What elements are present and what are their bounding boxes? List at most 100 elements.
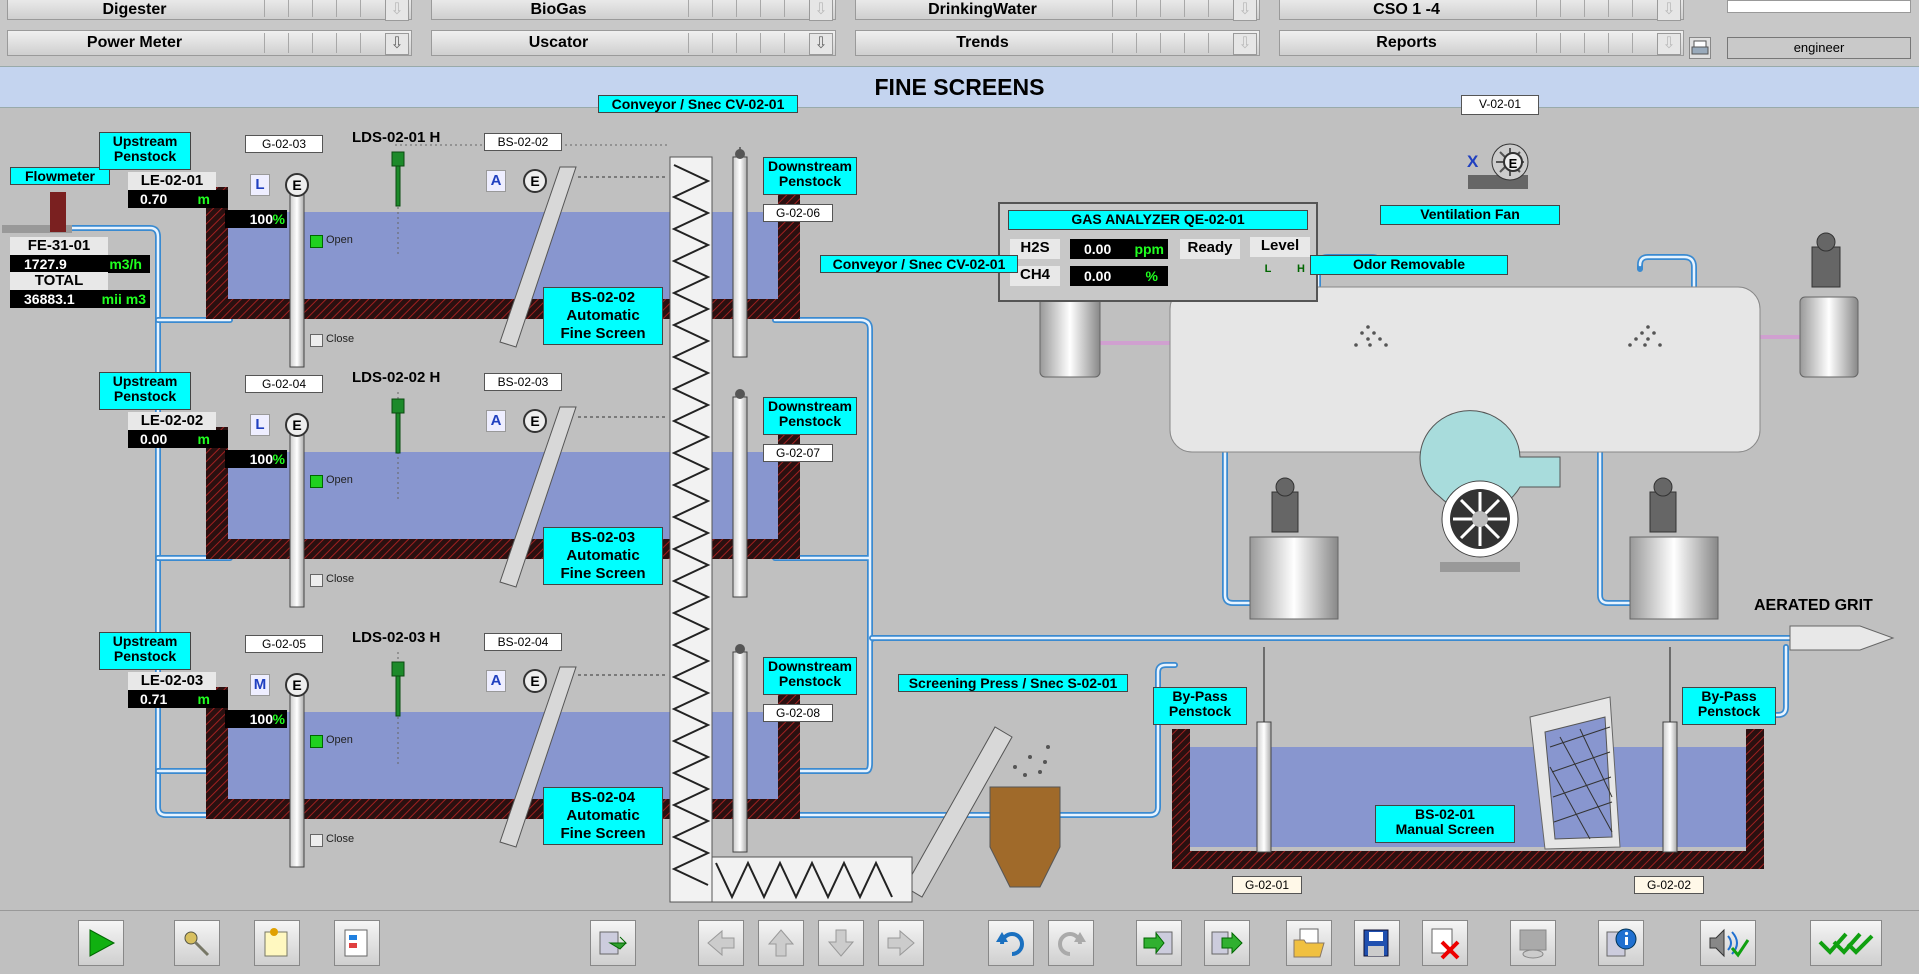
lds-label: LDS-02-03 H — [352, 629, 441, 646]
page-title: FINE SCREENS — [874, 74, 1045, 100]
fine-screen-tag[interactable]: BS-02-04 Automatic Fine Screen — [543, 787, 663, 845]
arrow-down-icon[interactable]: ⇩ — [385, 33, 409, 55]
process-diagram — [2, 143, 1895, 903]
gate-id[interactable]: G-02-03 — [245, 135, 323, 153]
ventilation-fan-tag: Ventilation Fan — [1380, 205, 1560, 225]
nav-biogas[interactable]: BioGas⇩ — [431, 0, 836, 21]
mode-indicator[interactable]: M — [250, 674, 270, 696]
level-id: LE-02-03 — [128, 672, 216, 690]
gate-g-02-02[interactable]: G-02-02 — [1634, 876, 1704, 894]
nav-trends[interactable]: Trends⇩ — [855, 30, 1260, 56]
open-label: Open — [326, 474, 353, 486]
ch4-label: CH4 — [1010, 266, 1060, 286]
level-id: LE-02-02 — [128, 412, 216, 430]
notes-button[interactable] — [254, 920, 300, 966]
auto-mode-indicator[interactable]: A — [486, 170, 506, 192]
info-button[interactable] — [1598, 920, 1644, 966]
open-folder-button[interactable] — [1286, 920, 1332, 966]
monitor-view-button[interactable] — [1510, 920, 1556, 966]
screening-press-tag: Screening Press / Snec S-02-01 — [898, 674, 1128, 692]
save-button[interactable] — [1354, 920, 1400, 966]
lds-label: LDS-02-02 H — [352, 369, 441, 386]
import-button[interactable] — [1136, 920, 1182, 966]
status-field — [1727, 0, 1911, 13]
downstream-gate-id[interactable]: G-02-06 — [763, 204, 833, 222]
nav-digester[interactable]: Digester⇩ — [7, 0, 412, 21]
nav-cso[interactable]: CSO 1 -4⇩ — [1279, 0, 1684, 21]
nav-right-button[interactable] — [878, 920, 924, 966]
screen-e-icon[interactable]: E — [523, 669, 547, 693]
downstream-gate-id[interactable]: G-02-07 — [763, 444, 833, 462]
screen-e-icon[interactable]: E — [523, 409, 547, 433]
level-low-lamp: L — [1264, 263, 1272, 275]
local-e-icon[interactable]: E — [285, 673, 309, 697]
open-lamp — [310, 735, 323, 748]
arrow-down-icon[interactable]: ⇩ — [1233, 33, 1257, 55]
close-lamp — [310, 834, 323, 847]
gate-id[interactable]: G-02-04 — [245, 375, 323, 393]
gate-g-02-01[interactable]: G-02-01 — [1232, 876, 1302, 894]
flowmeter-total-label: TOTAL — [10, 272, 108, 290]
local-e-icon[interactable]: E — [285, 413, 309, 437]
arrow-down-icon[interactable]: ⇩ — [1657, 0, 1681, 21]
print-icon[interactable] — [1689, 37, 1711, 59]
arrow-down-icon[interactable]: ⇩ — [1233, 0, 1257, 21]
open-lamp — [310, 475, 323, 488]
user-field: engineer — [1727, 37, 1911, 59]
arrow-down-icon[interactable]: ⇩ — [385, 0, 409, 21]
nav-drinkingwater[interactable]: DrinkingWater⇩ — [855, 0, 1260, 21]
delete-button[interactable] — [1422, 920, 1468, 966]
nav-uscator[interactable]: Uscator⇩ — [431, 30, 836, 56]
arrow-down-icon[interactable]: ⇩ — [809, 0, 833, 21]
redo-button[interactable] — [1048, 920, 1094, 966]
mode-indicator[interactable]: L — [250, 414, 270, 436]
copy-screen-button[interactable] — [590, 920, 636, 966]
export-button[interactable] — [1204, 920, 1250, 966]
gate-percent: 100% — [225, 450, 287, 468]
screen-e-icon[interactable]: E — [523, 169, 547, 193]
manual-screen-tag: BS-02-01 Manual Screen — [1375, 805, 1515, 843]
nav-left-button[interactable] — [698, 920, 744, 966]
gate-id[interactable]: G-02-05 — [245, 635, 323, 653]
acknowledge-button[interactable] — [1810, 920, 1882, 966]
local-e-icon[interactable]: E — [285, 173, 309, 197]
nav-up-button[interactable] — [758, 920, 804, 966]
level-id: LE-02-01 — [128, 172, 216, 190]
arrow-down-icon[interactable]: ⇩ — [1657, 33, 1681, 55]
page-title-bar: FINE SCREENS — [0, 66, 1919, 108]
open-label: Open — [326, 234, 353, 246]
keys-button[interactable] — [174, 920, 220, 966]
gate-percent: 100% — [225, 710, 287, 728]
fine-screen-tag[interactable]: BS-02-03 Automatic Fine Screen — [543, 527, 663, 585]
nav-down-button[interactable] — [818, 920, 864, 966]
fan-x-icon[interactable]: X — [1467, 152, 1479, 171]
nav-power-meter[interactable]: Power Meter⇩ — [7, 30, 412, 56]
gate-percent: 100% — [225, 210, 287, 228]
arrow-down-icon[interactable]: ⇩ — [809, 33, 833, 55]
play-button[interactable] — [78, 920, 124, 966]
downstream-gate-id[interactable]: G-02-08 — [763, 704, 833, 722]
conveyor-right-tag: Conveyor / Snec CV-02-01 — [820, 255, 1018, 273]
undo-button[interactable] — [988, 920, 1034, 966]
nav-reports[interactable]: Reports⇩ — [1279, 30, 1684, 56]
fine-screen-tag[interactable]: BS-02-02 Automatic Fine Screen — [543, 287, 663, 345]
upstream-penstock-tag: Upstream Penstock — [99, 372, 191, 410]
fan-e-icon[interactable]: E — [1503, 152, 1523, 172]
close-label: Close — [326, 333, 355, 345]
mode-indicator[interactable]: L — [250, 174, 270, 196]
screen-tag: BS-02-03 — [484, 373, 562, 391]
conveyor-top-tag: Conveyor / Snec CV-02-01 — [598, 95, 798, 113]
open-lamp — [310, 235, 323, 248]
close-label: Close — [326, 573, 355, 585]
close-lamp — [310, 334, 323, 347]
close-label: Close — [326, 833, 355, 845]
report-button[interactable] — [334, 920, 380, 966]
auto-mode-indicator[interactable]: A — [486, 670, 506, 692]
screen-tag: BS-02-02 — [484, 133, 562, 151]
sound-button[interactable] — [1700, 920, 1756, 966]
auto-mode-indicator[interactable]: A — [486, 410, 506, 432]
lds-label: LDS-02-01 H — [352, 129, 441, 146]
